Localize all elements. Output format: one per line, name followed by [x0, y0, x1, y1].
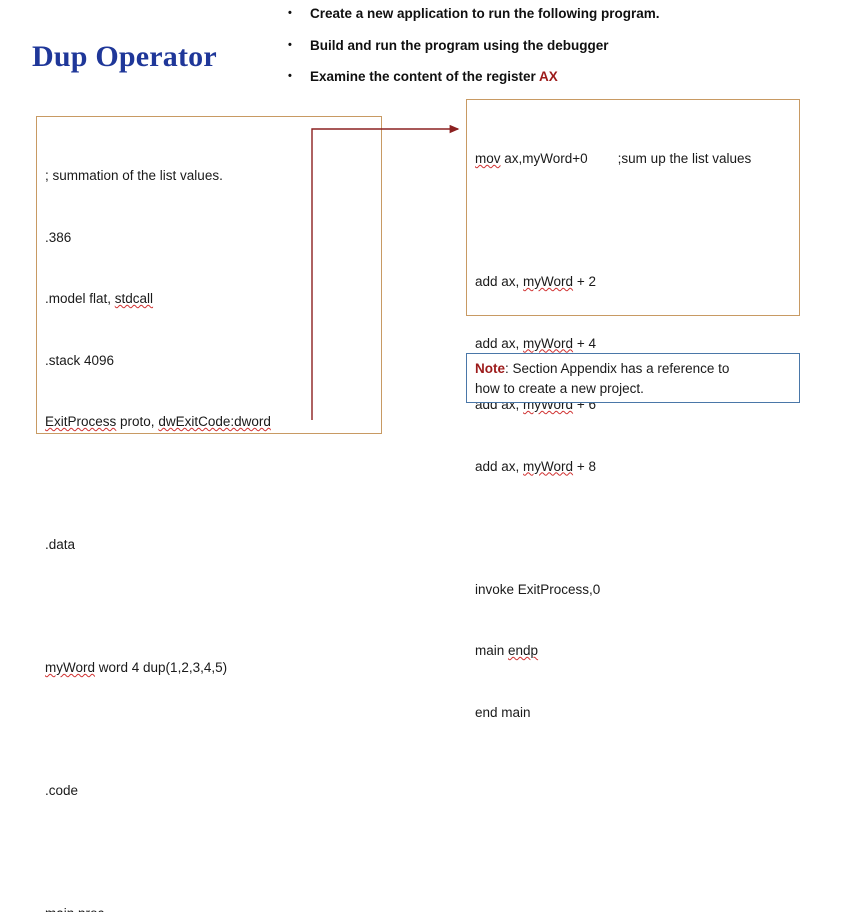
- code-line-blank: [475, 518, 799, 539]
- code-line-blank: [475, 211, 799, 232]
- code-line-blank: [45, 474, 381, 495]
- page-title: Dup Operator: [32, 40, 217, 73]
- code-line: main proc: [45, 904, 381, 912]
- code-line: .386: [45, 229, 72, 245]
- slide-canvas: Dup Operator • Create a new application …: [32, 6, 840, 912]
- note-label: Note: [475, 361, 505, 376]
- left-code-block: ; summation of the list values. .386 .mo…: [36, 116, 382, 912]
- code-line: add ax, myWord + 8: [475, 458, 596, 474]
- list-item: • Build and run the program using the de…: [288, 38, 840, 54]
- code-line-blank: [45, 720, 381, 741]
- spellcheck-word: mov: [475, 151, 501, 166]
- list-item-label: Examine the content of the register: [310, 69, 540, 85]
- spellcheck-word: myWord: [523, 458, 574, 474]
- list-item: • Examine the content of the register AX: [288, 69, 840, 85]
- list-item: • Create a new application to run the fo…: [288, 6, 840, 22]
- spellcheck-word: myWord: [45, 660, 96, 675]
- spellcheck-word: ExitProcess: [45, 414, 117, 429]
- spellcheck-word: myWord: [523, 274, 574, 289]
- code-line: main endp: [475, 643, 539, 658]
- note-callout: Note: Section Appendix has a reference t…: [466, 353, 800, 403]
- code-line-blank: [45, 597, 381, 618]
- code-line-blank: [45, 843, 381, 864]
- spellcheck-word: myWord: [523, 335, 574, 351]
- bullet-dot-icon: •: [288, 38, 292, 51]
- code-line: myWord word 4 dup(1,2,3,4,5): [45, 660, 228, 675]
- right-code-block: mov ax,myWord+0 ;sum up the list values …: [466, 99, 800, 720]
- bullet-dot-icon: •: [288, 7, 292, 19]
- list-item-text: Create a new application to run the foll…: [310, 6, 840, 22]
- code-line: add ax, myWord + 2: [475, 274, 596, 289]
- list-item-text: Examine the content of the register AX: [310, 69, 840, 85]
- note-separator: :: [505, 361, 513, 376]
- spellcheck-word: dwExitCode:dword: [158, 414, 271, 429]
- code-line: mov ax,myWord+0 ;sum up the list values: [475, 151, 752, 166]
- code-line: .code: [45, 783, 79, 798]
- note-line-1: Note: Section Appendix has a reference t…: [475, 359, 799, 379]
- code-line: .stack 4096: [45, 352, 115, 368]
- list-item-label: Build and run the program using the debu…: [310, 37, 609, 53]
- note-line-2: how to create a new project.: [475, 381, 644, 396]
- code-line: invoke ExitProcess,0: [475, 581, 601, 597]
- code-line: .model flat, stdcall: [45, 291, 154, 306]
- spellcheck-word: stdcall: [114, 291, 154, 306]
- list-item-highlight: AX: [539, 69, 558, 85]
- list-item-text: Build and run the program using the debu…: [310, 38, 840, 54]
- spellcheck-word: endp: [508, 643, 539, 658]
- code-line: .data: [45, 537, 76, 552]
- code-line: ; summation of the list values.: [45, 168, 223, 183]
- note-text-line1: Section Appendix has a reference to: [512, 361, 730, 376]
- instruction-bullet-list: • Create a new application to run the fo…: [288, 6, 840, 101]
- code-line: end main: [475, 704, 531, 720]
- list-item-label: Create a new application to run the foll…: [310, 6, 660, 21]
- code-line: ExitProcess proto, dwExitCode:dword: [45, 414, 271, 429]
- bullet-dot-icon: •: [288, 70, 292, 83]
- code-line: add ax, myWord + 4: [475, 335, 596, 351]
